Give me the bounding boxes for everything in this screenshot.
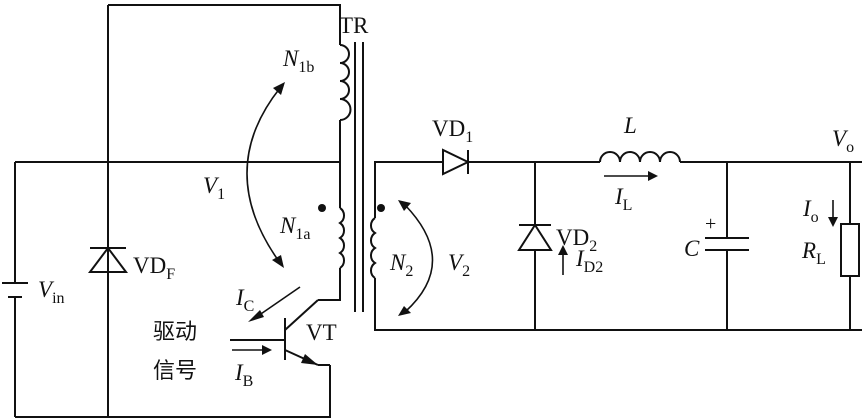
- input-voltage-label: Vin: [38, 277, 65, 307]
- inductor-symbol: [599, 151, 681, 163]
- freewheel-current-arrow: [558, 245, 568, 275]
- freewheel-diode-label: VD2: [556, 225, 597, 255]
- primary-winding-b-symbol: [339, 44, 352, 121]
- primary-winding-a-label: N1a: [279, 213, 310, 243]
- inductor-label: L: [623, 113, 637, 138]
- inductor-current-label: IL: [614, 184, 632, 214]
- voltage-v2-arrow: [398, 200, 434, 316]
- clamp-diode-symbol: [88, 246, 128, 273]
- secondary-wiring: [374, 161, 862, 331]
- capacitor-polarity-label: +: [705, 213, 716, 235]
- output-current-label: Io: [802, 196, 819, 226]
- drive-signal-label-line2: 信号: [153, 359, 197, 384]
- freewheel-diode-symbol: [517, 223, 553, 251]
- capacitor-symbol: [705, 237, 749, 251]
- secondary-polarity-dot: [377, 204, 385, 212]
- capacitor-label: C: [684, 236, 700, 261]
- primary-winding-a-symbol: [338, 207, 346, 269]
- input-source: [2, 282, 28, 298]
- rectifier-diode-label: VD1: [432, 116, 473, 146]
- secondary-winding-label: N2: [389, 250, 413, 280]
- collector-current-arrow: [248, 286, 301, 322]
- drive-signal-label-line1: 驱动: [153, 320, 197, 345]
- secondary-winding-symbol: [369, 217, 377, 279]
- load-resistor-symbol: [840, 223, 860, 277]
- base-current-arrow: [232, 345, 272, 355]
- voltage-v1-arrow: [246, 82, 285, 268]
- base-current-label: IB: [234, 360, 253, 390]
- collector-current-label: IC: [235, 285, 254, 315]
- primary-winding-b-label: N1b: [282, 46, 314, 76]
- load-resistor-label: RL: [801, 238, 826, 268]
- transistor-label: VT: [306, 320, 337, 345]
- transformer-core: [354, 42, 364, 312]
- output-current-arrow: [828, 200, 838, 227]
- primary-wiring: [14, 4, 341, 418]
- transformer-label: TR: [339, 13, 369, 38]
- freewheel-current-label: ID2: [575, 246, 603, 276]
- output-voltage-label: Vo: [832, 126, 854, 156]
- clamp-diode-label: VDF: [133, 253, 175, 283]
- voltage-v2-label: V2: [448, 250, 470, 280]
- transistor-symbol: [230, 299, 330, 366]
- rectifier-diode-symbol: [442, 148, 471, 176]
- primary-polarity-dot: [318, 204, 326, 212]
- inductor-current-arrow: [604, 171, 658, 181]
- voltage-v1-label: V1: [203, 173, 225, 203]
